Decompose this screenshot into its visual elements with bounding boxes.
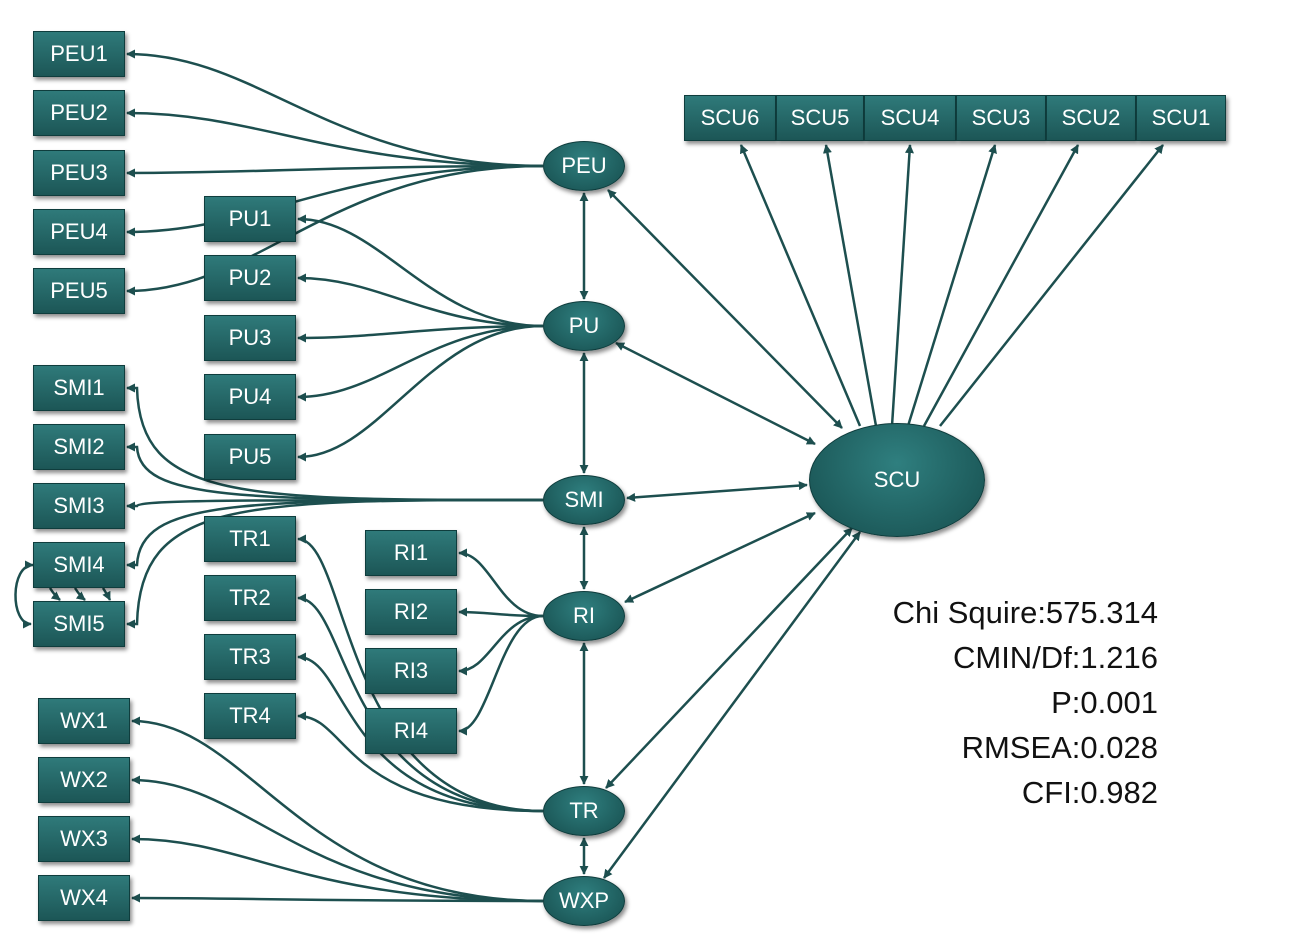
edge-peu-peu4 — [126, 164, 544, 237]
stat-chi-square: Chi Squire:575.314 — [892, 595, 1158, 630]
indicator-peu2: PEU2 — [33, 90, 125, 136]
edge-ri-ri1 — [458, 548, 544, 618]
indicator-wx4: WX4 — [38, 875, 130, 921]
edge-wxp-wx3 — [131, 834, 544, 903]
latent-ri: RI — [543, 591, 625, 641]
indicator-tr3: TR3 — [204, 634, 296, 680]
stat-p: P:0.001 — [1051, 685, 1158, 720]
indicator-ri4: RI4 — [365, 708, 457, 754]
indicator-pu4: PU4 — [204, 374, 296, 420]
indicator-wx2: WX2 — [38, 757, 130, 803]
edge-pu-pu4 — [297, 324, 544, 402]
edge-tr-scu — [605, 527, 853, 789]
edge-ri-ri2 — [458, 607, 544, 618]
edge-scu-scu6 — [739, 144, 862, 427]
edge-pu-pu2 — [297, 273, 544, 328]
stat-cfi: CFI:0.982 — [1021, 775, 1158, 810]
stat-rmsea: RMSEA:0.028 — [961, 730, 1158, 765]
indicator-tr1: TR1 — [204, 516, 296, 562]
edge-wxp-wx2 — [131, 775, 544, 903]
edge-smi-small-1 — [48, 587, 61, 601]
indicator-ri1: RI1 — [365, 530, 457, 576]
edge-pu-pu3 — [297, 324, 544, 343]
edge-wxp-wx1 — [131, 716, 544, 903]
edge-smi-small-2 — [73, 587, 86, 601]
edge-peu-peu3 — [126, 164, 544, 178]
edge-wxp-wx4 — [131, 893, 544, 903]
edge-ri-ri3 — [458, 614, 544, 676]
indicator-scu3: SCU3 — [956, 95, 1046, 141]
latent-pu: PU — [543, 301, 625, 351]
indicator-smi5: SMI5 — [33, 601, 125, 647]
edge-tr-tr1 — [297, 534, 544, 813]
indicator-pu5: PU5 — [204, 434, 296, 480]
edge-peu-scu — [607, 189, 843, 429]
edge-scu-scu4 — [890, 144, 914, 427]
edge-ri-scu — [624, 511, 816, 604]
edge-scu-scu2 — [922, 144, 1080, 427]
latent-tr: TR — [543, 786, 625, 836]
edge-pu-pu5 — [297, 324, 544, 462]
indicator-peu3: PEU3 — [33, 150, 125, 196]
indicator-tr2: TR2 — [204, 575, 296, 621]
edge-smi-scu — [626, 481, 808, 502]
indicator-peu5: PEU5 — [33, 268, 125, 314]
edge-smi-smi1 — [126, 383, 544, 502]
edge-peu-peu1 — [126, 49, 544, 168]
indicator-tr4: TR4 — [204, 693, 296, 739]
edge-smi-smi5 — [126, 498, 544, 629]
indicator-scu2: SCU2 — [1046, 95, 1136, 141]
edge-peu-peu5 — [126, 164, 544, 296]
indicator-smi4: SMI4 — [33, 542, 125, 588]
indicator-ri2: RI2 — [365, 589, 457, 635]
indicator-smi2: SMI2 — [33, 424, 125, 470]
indicator-ri3: RI3 — [365, 648, 457, 694]
indicator-scu6: SCU6 — [684, 95, 776, 141]
edge-smi-small-3 — [101, 587, 112, 601]
edge-smi4-smi5-cov — [14, 560, 34, 629]
indicator-smi3: SMI3 — [33, 483, 125, 529]
indicator-smi1: SMI1 — [33, 365, 125, 411]
stat-cmin-df: CMIN/Df:1.216 — [952, 640, 1158, 675]
indicator-scu5: SCU5 — [776, 95, 864, 141]
edge-scu-scu1 — [939, 144, 1164, 427]
indicator-wx1: WX1 — [38, 698, 130, 744]
indicator-pu3: PU3 — [204, 315, 296, 361]
edge-tr-tr2 — [297, 593, 544, 813]
indicator-pu1: PU1 — [204, 196, 296, 242]
indicator-scu1: SCU1 — [1136, 95, 1226, 141]
latent-smi: SMI — [543, 475, 625, 525]
edge-wxp-scu — [602, 531, 862, 879]
edge-pu-scu — [615, 341, 816, 446]
edge-tr-tr4 — [297, 711, 544, 813]
indicator-pu2: PU2 — [204, 255, 296, 301]
latent-wxp: WXP — [543, 876, 625, 926]
indicator-wx3: WX3 — [38, 816, 130, 862]
indicator-scu4: SCU4 — [864, 95, 956, 141]
edge-scu-scu5 — [822, 144, 878, 427]
indicator-peu4: PEU4 — [33, 209, 125, 255]
latent-scu: SCU — [809, 423, 985, 537]
edge-peu-peu2 — [126, 108, 544, 168]
edge-tr-tr3 — [297, 652, 544, 813]
edge-smi-smi4 — [126, 498, 544, 570]
fit-statistics: Chi Squire:575.314 CMIN/Df:1.216 P:0.001… — [893, 590, 1158, 815]
indicator-peu1: PEU1 — [33, 31, 125, 77]
latent-peu: PEU — [543, 141, 625, 191]
edge-pu-pu1 — [297, 214, 544, 328]
edge-ri-ri4 — [458, 614, 544, 736]
edge-scu-scu3 — [906, 144, 997, 427]
